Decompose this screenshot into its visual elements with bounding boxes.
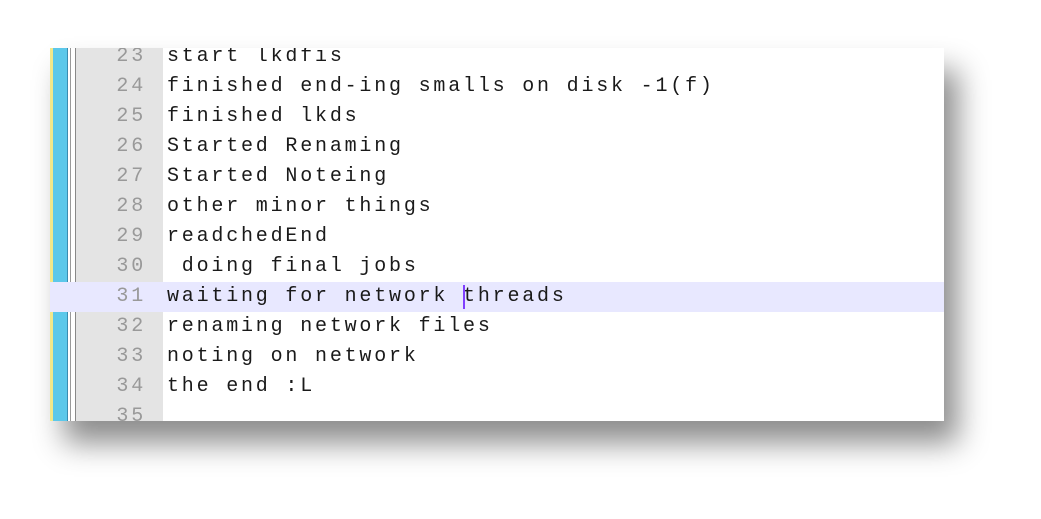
editor-line[interactable]: 32 renaming network files — [50, 312, 944, 342]
line-number: 28 — [116, 195, 146, 218]
line-number: 26 — [116, 135, 146, 158]
line-number-gutter — [76, 48, 163, 421]
line-number: 32 — [116, 315, 146, 338]
bookmark-margin[interactable] — [53, 48, 68, 421]
line-number: 30 — [116, 255, 146, 278]
editor-line[interactable]: 28 other minor things — [50, 192, 944, 222]
line-number: 35 — [116, 405, 146, 421]
line-text[interactable]: other minor things — [167, 195, 434, 218]
line-number: 33 — [116, 345, 146, 368]
line-text[interactable]: doing final jobs — [167, 255, 419, 278]
line-number: 23 — [116, 48, 146, 68]
text-caret — [463, 285, 465, 309]
line-text[interactable]: waiting for network threads — [167, 285, 567, 308]
editor-line[interactable]: 25 finished lkds — [50, 102, 944, 132]
line-text[interactable]: finished end-ing smalls on disk -1(f) — [167, 75, 715, 98]
editor-line[interactable]: 35 — [50, 402, 944, 421]
line-text[interactable]: readchedEnd — [167, 225, 330, 248]
editor-line[interactable]: 30 doing final jobs — [50, 252, 944, 282]
line-text[interactable]: the end :L — [167, 375, 316, 398]
line-text[interactable]: Started Renaming — [167, 135, 404, 158]
editor-lines[interactable]: 23 start lkdfis 24 finished end-ing smalls … — [50, 48, 944, 421]
line-text[interactable]: Started Noteing — [167, 165, 390, 188]
editor-line[interactable]: 23 start lkdfis — [50, 48, 944, 72]
line-text[interactable]: finished lkds — [167, 105, 360, 128]
line-text[interactable]: start lkdfis — [167, 48, 345, 68]
editor-line[interactable]: 29 readchedEnd — [50, 222, 944, 252]
line-number: 29 — [116, 225, 146, 248]
line-text[interactable]: renaming network files — [167, 315, 493, 338]
line-number: 25 — [116, 105, 146, 128]
editor-line[interactable]: 26 Started Renaming — [50, 132, 944, 162]
line-number: 24 — [116, 75, 146, 98]
editor-line[interactable]: 34 the end :L — [50, 372, 944, 402]
text-editor[interactable]: 23 start lkdfis 24 finished end-ing smalls … — [50, 48, 944, 421]
line-text[interactable]: noting on network — [167, 345, 419, 368]
line-number: 31 — [116, 285, 146, 308]
change-marker-strip — [50, 48, 53, 421]
line-number: 34 — [116, 375, 146, 398]
editor-line[interactable]: 33 noting on network — [50, 342, 944, 372]
line-number: 27 — [116, 165, 146, 188]
editor-line[interactable]: 27 Started Noteing — [50, 162, 944, 192]
editor-line[interactable]: 24 finished end-ing smalls on disk -1(f) — [50, 72, 944, 102]
editor-line[interactable]: 31 waiting for network threads — [50, 282, 944, 312]
